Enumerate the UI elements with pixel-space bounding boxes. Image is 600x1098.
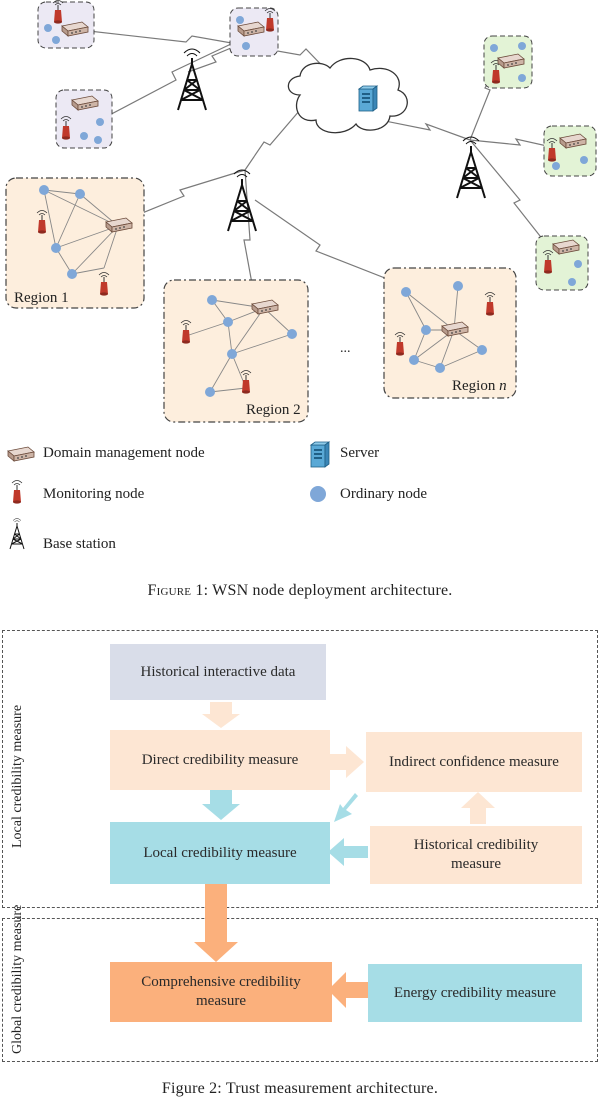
legend-domain-node: Domain management node	[43, 445, 205, 461]
base-station-icon	[227, 169, 257, 232]
legend-server: Server	[340, 445, 380, 461]
domain-node-icon	[7, 446, 35, 462]
monitoring-node-icon	[11, 480, 23, 505]
global-credibility-side-label: Global credibility measure	[10, 904, 25, 1054]
legend-ordinary-node: Ordinary node	[340, 486, 428, 502]
historical-interactive-data-box: Historical interactive data	[110, 644, 326, 700]
region-2: Region 2	[163, 279, 309, 423]
legend-monitoring-node: Monitoring node	[43, 486, 145, 502]
small-cluster	[37, 0, 95, 49]
local-credibility-side-label: Local credibility measure	[10, 704, 25, 848]
comprehensive-credibility-box: Comprehensive credibility measure	[110, 962, 332, 1022]
cloud	[287, 57, 408, 134]
direct-credibility-box: Direct credibility measure	[110, 730, 330, 790]
indirect-confidence-box: Indirect confidence measure	[366, 732, 582, 792]
small-cluster	[55, 89, 113, 149]
region-1: Region 1	[5, 177, 145, 309]
region-1-label: Region 1	[14, 290, 69, 306]
figure-1-caption: Figure 1: WSN node deployment architectu…	[147, 582, 453, 599]
local-credibility-box: Local credibility measure	[110, 822, 330, 884]
ellipsis: ...	[340, 341, 351, 356]
legend-base-station: Base station	[43, 536, 116, 552]
historical-credibility-box: Historical credibility measure	[370, 826, 582, 884]
base-station-icon	[456, 136, 486, 199]
server-icon	[310, 441, 330, 468]
backbone-links	[79, 29, 566, 331]
energy-credibility-box: Energy credibility measure	[368, 964, 582, 1022]
small-cluster	[483, 35, 533, 89]
ordinary-node-icon	[310, 486, 326, 502]
region-n: Region n	[383, 267, 517, 399]
wsn-deployment-diagram: Region 1 Region 2 ... Region n	[5, 0, 597, 550]
base-station-icon	[9, 518, 25, 550]
svg-text:Region n: Region n	[452, 378, 507, 394]
global-credibility-section	[2, 918, 598, 1062]
small-cluster	[535, 235, 589, 291]
region-n-label: Region	[452, 378, 499, 394]
figure-2-caption: Figure 2: Trust measurement architecture…	[161, 1080, 439, 1097]
local-credibility-section	[2, 630, 598, 908]
region-2-label: Region 2	[246, 402, 301, 418]
small-cluster	[543, 125, 597, 177]
server-icon	[358, 85, 378, 112]
small-cluster	[229, 7, 279, 57]
region-n-variable: n	[499, 378, 507, 394]
